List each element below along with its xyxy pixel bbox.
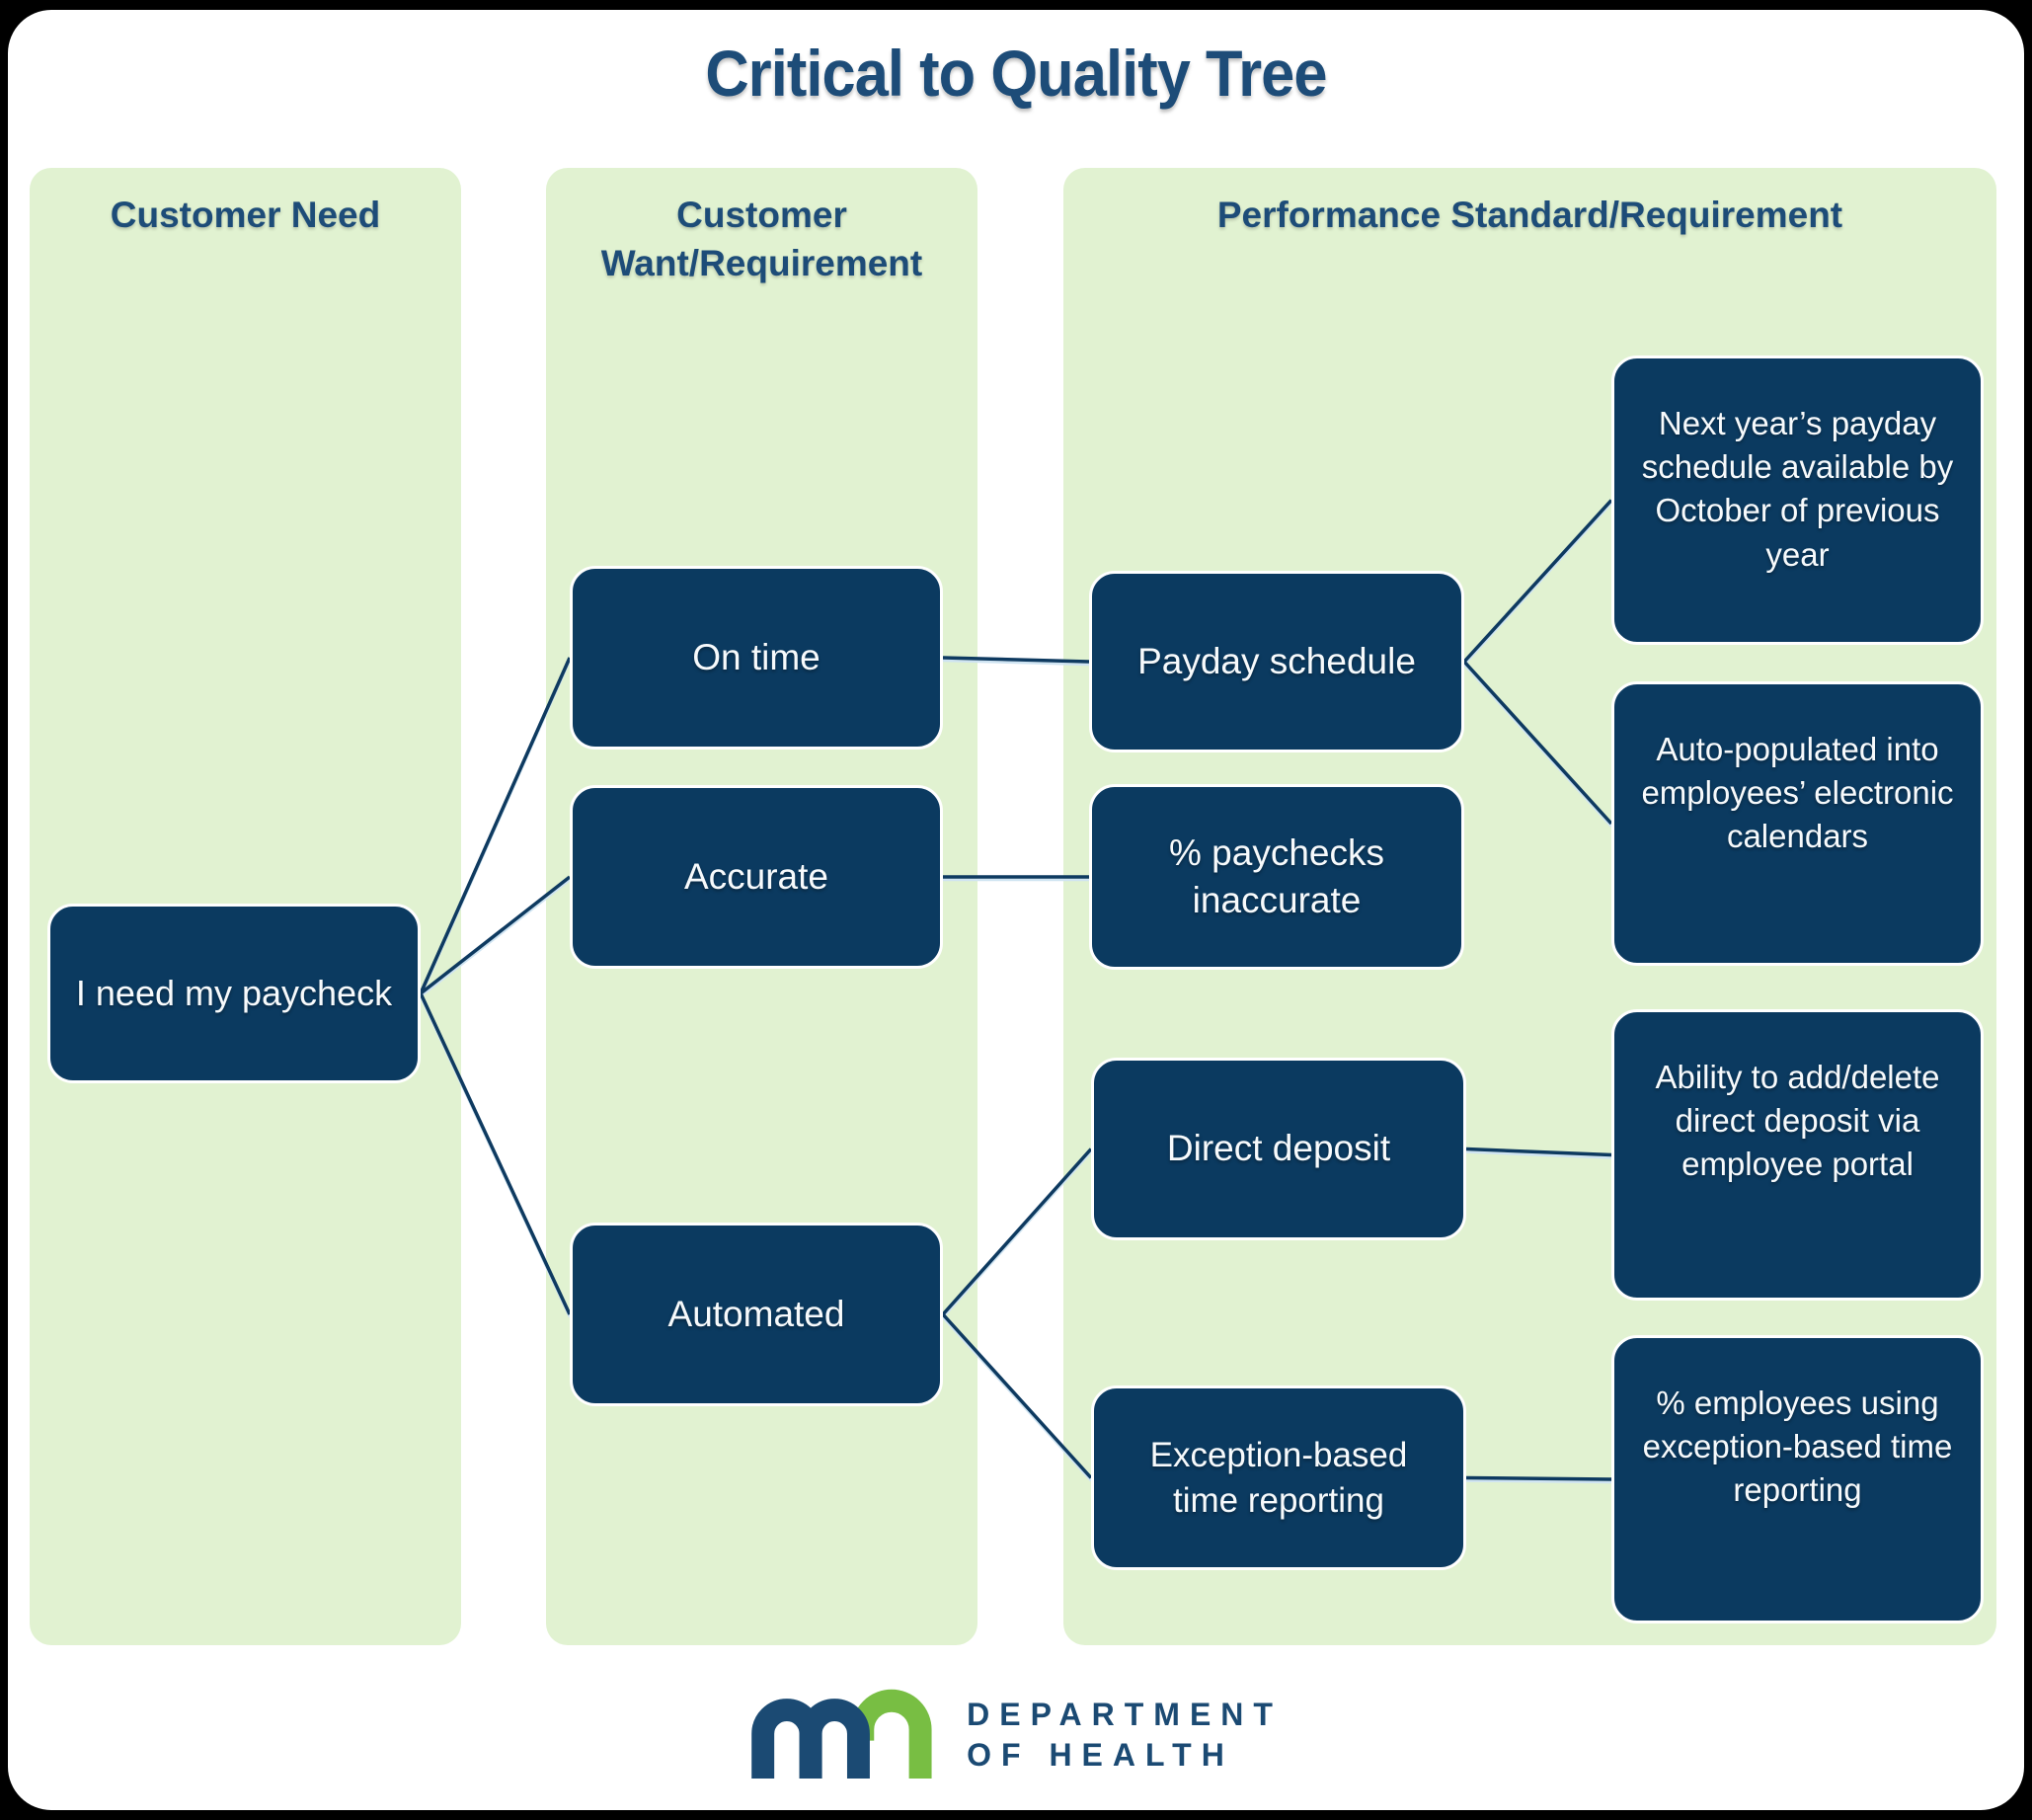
want-accurate-box: Accurate [570, 785, 943, 969]
mdh-logo: DEPARTMENT OF HEALTH [749, 1687, 1283, 1783]
requirement-auto-populated-box: Auto-populated into employees’ electroni… [1611, 681, 1984, 966]
standard-direct-deposit-box: Direct deposit [1091, 1058, 1466, 1240]
need-box: I need my paycheck [47, 904, 421, 1083]
standard-exception-reporting-box: Exception-based time reporting [1091, 1385, 1466, 1570]
standard-paychecks-inaccurate-box: % paychecks inaccurate [1089, 784, 1464, 970]
requirement-pct-employees-box: % employees using exception-based time r… [1611, 1335, 1984, 1623]
standard-payday-schedule-box: Payday schedule [1089, 571, 1464, 752]
mn-monogram-icon [751, 1689, 932, 1780]
column-header-customer-want: Customer Want/Requirement [600, 195, 923, 283]
slide-page: Critical to Quality Tree Customer Need C… [8, 10, 2024, 1810]
requirement-employee-portal-box: Ability to add/delete direct deposit via… [1611, 1009, 1984, 1301]
mdh-logo-line2: OF HEALTH [967, 1737, 1234, 1773]
column-header-customer-need: Customer Need [110, 195, 381, 235]
mdh-logo-line1: DEPARTMENT [967, 1697, 1283, 1733]
requirement-next-year-schedule-box: Next year’s payday schedule available by… [1611, 356, 1984, 645]
column-header-performance-standard: Performance Standard/Requirement [1216, 195, 1843, 235]
mdh-logo-text: DEPARTMENT OF HEALTH [967, 1695, 1283, 1776]
want-on-time-box: On time [570, 566, 943, 750]
want-automated-box: Automated [570, 1223, 943, 1406]
page-title: Critical to Quality Tree [705, 37, 1327, 110]
